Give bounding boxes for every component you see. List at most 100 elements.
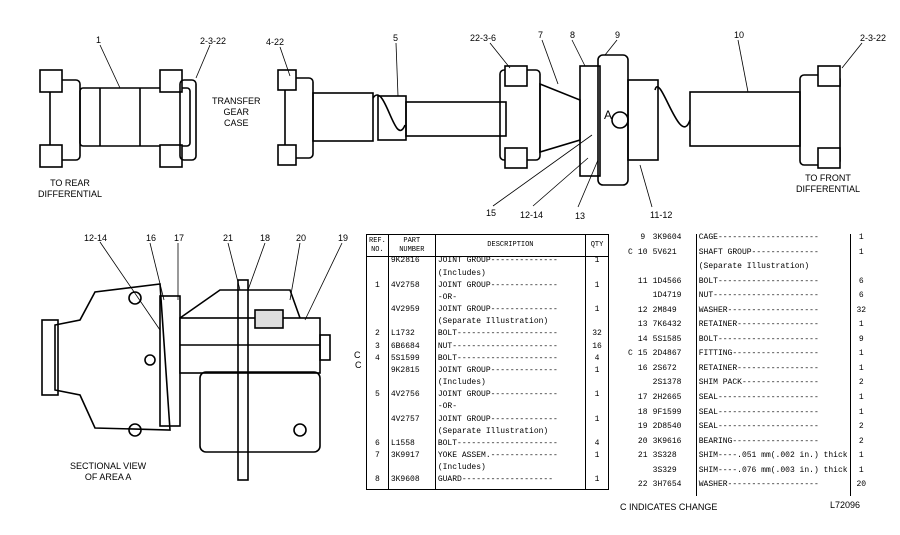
description-cell: RETAINER----------------- bbox=[698, 363, 819, 373]
table-row: (Includes) bbox=[366, 378, 609, 392]
ref-cell bbox=[635, 292, 651, 307]
description-cell: BEARING------------------ bbox=[698, 436, 819, 446]
qty-cell: 1 bbox=[585, 281, 609, 294]
parts-table-left: REF. NO. PART NUMBER DESCRIPTION QTY 9K2… bbox=[366, 234, 609, 490]
description-cell: JOINT GROUP-------------- bbox=[437, 414, 558, 424]
qty-cell: 1 bbox=[585, 451, 609, 465]
part-number-cell: 2D8540 bbox=[650, 422, 697, 438]
ref-cell bbox=[366, 415, 389, 428]
qty-cell: 16 bbox=[585, 342, 609, 355]
part-number-cell: 3K9616 bbox=[650, 437, 697, 453]
callout-7: 7 bbox=[538, 30, 544, 40]
qty-cell bbox=[585, 403, 609, 416]
ref-cell: 3 bbox=[366, 342, 389, 355]
part-number-cell: 3K9917 bbox=[388, 451, 436, 465]
mark-cell bbox=[626, 336, 635, 351]
ref-cell: 19 bbox=[637, 422, 648, 432]
ref-cell: 2 bbox=[366, 330, 389, 343]
qty-cell: 32 bbox=[849, 306, 872, 322]
qty-cell: 2 bbox=[849, 422, 872, 438]
description-cell: SHIM----.051 mm(.002 in.) thick bbox=[698, 451, 848, 461]
qty-cell: 1 bbox=[849, 466, 872, 482]
ref-cell: 13 bbox=[637, 320, 648, 330]
part-number-cell: 7K6432 bbox=[650, 321, 697, 336]
qty-cell: 1 bbox=[585, 476, 609, 490]
ref-cell: 9 bbox=[640, 233, 646, 242]
part-number-cell bbox=[650, 263, 697, 278]
description-cell: (Separate Illustration) bbox=[437, 317, 549, 327]
part-number-cell: 3K9604 bbox=[650, 233, 697, 249]
part-number-cell bbox=[388, 403, 436, 416]
description-cell: JOINT GROUP-------------- bbox=[437, 305, 558, 315]
qty-cell: 1 bbox=[585, 256, 609, 270]
mark-cell bbox=[626, 234, 635, 249]
mark-cell bbox=[626, 321, 635, 336]
sectional-caption: SECTIONAL VIEW OF AREA A bbox=[70, 461, 147, 482]
part-number-cell: 2M849 bbox=[650, 306, 697, 322]
qty-cell: 1 bbox=[849, 248, 872, 264]
description-cell: BOLT--------------------- bbox=[698, 334, 819, 344]
mark-cell bbox=[626, 307, 635, 322]
description-cell: -OR- bbox=[437, 402, 458, 412]
ref-cell bbox=[366, 366, 389, 380]
ref-cell: 21 bbox=[637, 451, 648, 461]
description-cell: SEAL--------------------- bbox=[698, 422, 819, 432]
description-cell: (Separate Illustration) bbox=[698, 262, 810, 272]
ref-cell: 10 bbox=[637, 247, 648, 257]
description-cell: NUT---------------------- bbox=[437, 341, 558, 351]
qty-cell bbox=[585, 269, 609, 282]
ref-cell: 16 bbox=[637, 363, 648, 373]
part-number-cell bbox=[388, 318, 436, 331]
qty-cell: 2 bbox=[849, 437, 872, 453]
ref-cell bbox=[366, 256, 389, 270]
ref-cell bbox=[635, 379, 651, 394]
qty-cell: 1 bbox=[849, 321, 872, 336]
ref-cell bbox=[366, 427, 389, 440]
mark-cell bbox=[626, 423, 635, 438]
callout-4-22: 4-22 bbox=[266, 37, 285, 47]
ref-cell: 8 bbox=[366, 476, 389, 490]
qty-cell: 20 bbox=[849, 481, 872, 496]
ref-cell: 15 bbox=[637, 349, 648, 359]
description-cell: (Includes) bbox=[437, 378, 486, 388]
description-cell: (Includes) bbox=[437, 268, 486, 278]
ref-cell bbox=[366, 269, 389, 282]
callout-1: 1 bbox=[96, 35, 102, 45]
part-number-cell bbox=[388, 427, 436, 440]
ref-cell: 6 bbox=[366, 439, 389, 453]
table-row: -OR- bbox=[366, 402, 609, 416]
mark-cell bbox=[626, 409, 635, 424]
part-number-cell: 2S672 bbox=[650, 364, 697, 380]
qty-cell bbox=[585, 293, 609, 307]
ref-cell: 5 bbox=[366, 390, 389, 404]
description-cell: YOKE ASSEM.-------------- bbox=[437, 451, 558, 461]
ref-cell bbox=[366, 464, 389, 477]
description-cell: JOINT GROUP-------------- bbox=[437, 390, 558, 400]
description-cell: SEAL--------------------- bbox=[698, 393, 819, 403]
part-number-cell: 2D4867 bbox=[650, 350, 697, 365]
callout-22-3-6: 22-3-6 bbox=[470, 33, 497, 43]
part-number-cell bbox=[388, 379, 436, 392]
change-mark-section: C bbox=[355, 360, 362, 370]
mark-cell bbox=[626, 365, 635, 380]
callout-2-3-22-right: 2-3-22 bbox=[860, 33, 887, 43]
callout-5: 5 bbox=[393, 33, 399, 43]
ref-cell: 1 bbox=[366, 281, 389, 294]
qty-cell: 1 bbox=[849, 233, 872, 249]
ref-cell bbox=[366, 293, 389, 307]
qty-cell bbox=[585, 464, 609, 477]
header-part: PART NUMBER bbox=[388, 234, 436, 258]
qty-cell: 1 bbox=[849, 393, 872, 409]
